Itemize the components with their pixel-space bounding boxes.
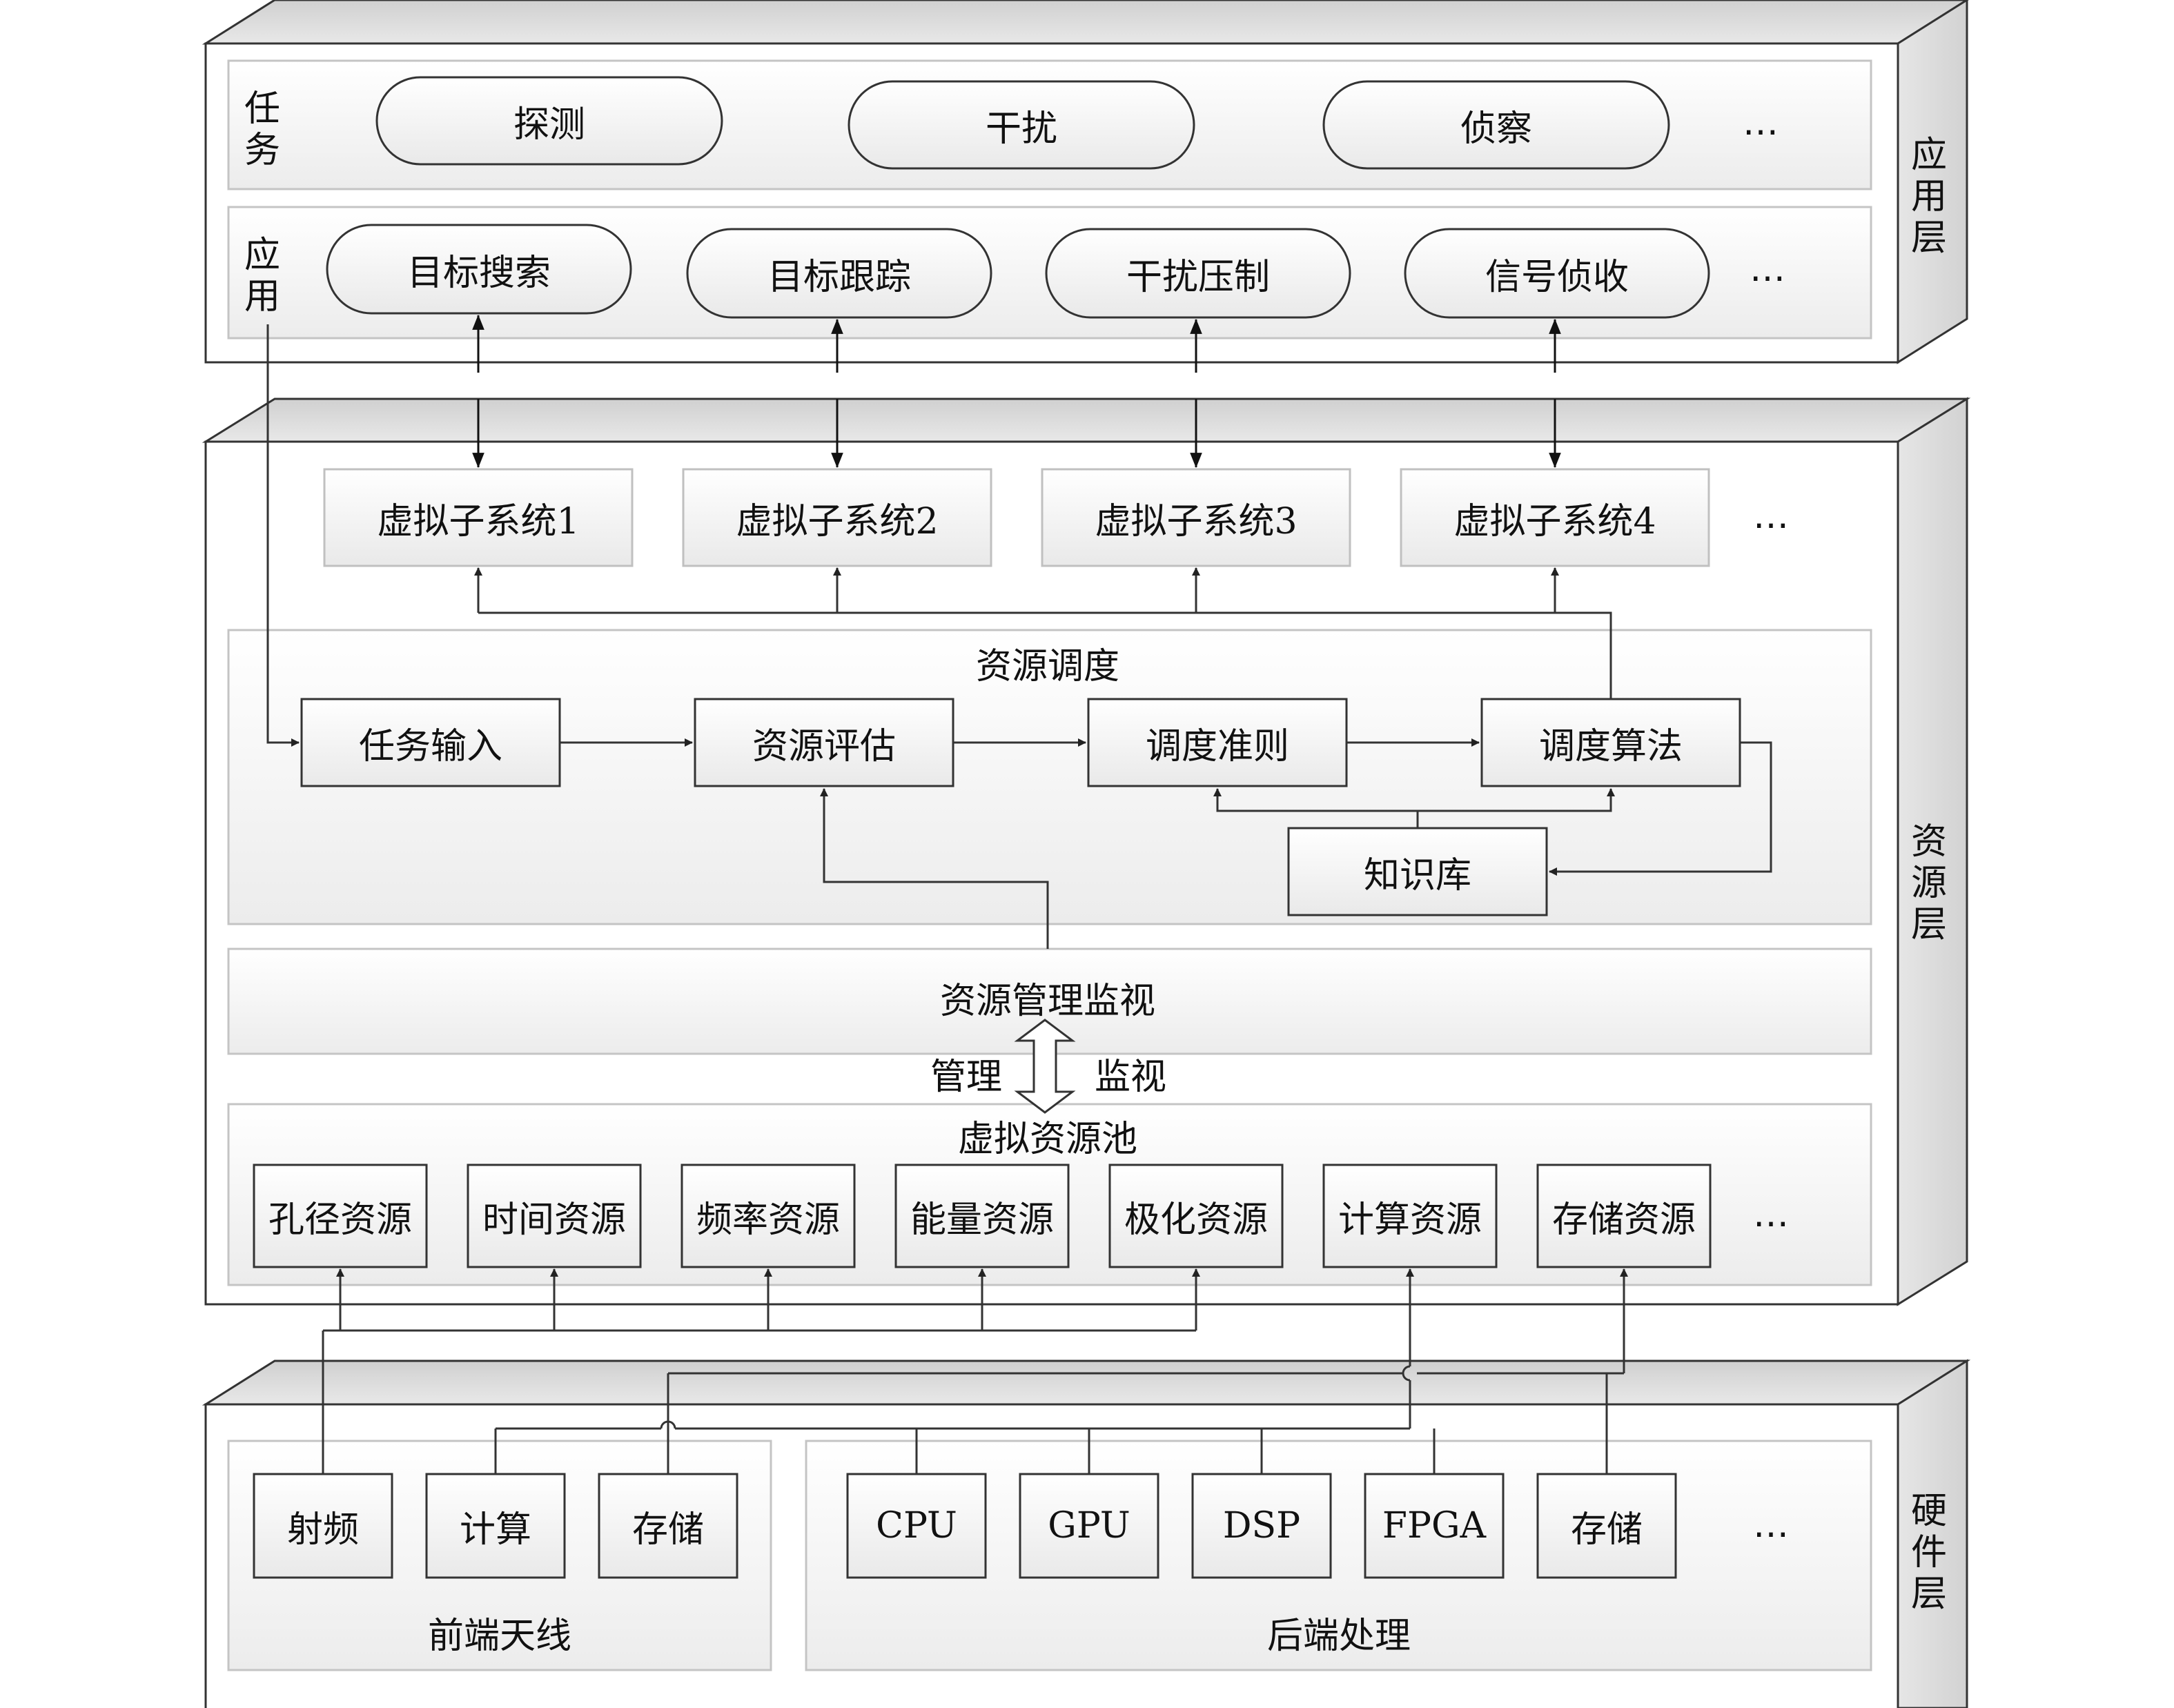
hardware-to-pool-lines <box>322 1268 1628 1474</box>
task-reconnaissance: 侦察 <box>1460 108 1532 150</box>
app-row-label: 应用 <box>242 235 283 317</box>
virtual-subsystem-2: 虚拟子系统2 <box>736 500 939 542</box>
application-layer-text: 应用层 <box>1910 135 1947 259</box>
resource-layer-text: 资源层 <box>1910 821 1947 945</box>
pool-boxes <box>253 1164 1712 1268</box>
manage-label: 管理 <box>930 1056 1002 1098</box>
step-task-input: 任务输入 <box>358 725 502 767</box>
task-ellipsis: … <box>1743 102 1779 144</box>
hardware-layer-text: 硬件层 <box>1910 1491 1947 1615</box>
hw-frontend-compute: 计算 <box>459 1509 531 1551</box>
hardware-ellipsis: … <box>1753 1504 1789 1546</box>
backend-title: 后端处理 <box>1266 1615 1411 1657</box>
app-signal-reception: 信号侦收 <box>1485 256 1629 298</box>
frontend-title: 前端天线 <box>427 1615 571 1657</box>
virtual-subsystem-3: 虚拟子系统3 <box>1095 500 1297 542</box>
task-pills <box>375 76 1670 170</box>
task-jamming: 干扰 <box>985 108 1057 150</box>
scheduling-title: 资源调度 <box>975 645 1119 687</box>
monitor-label: 监视 <box>1094 1056 1166 1098</box>
hardware-boxes <box>253 1473 1677 1579</box>
hw-rf: 射频 <box>286 1509 359 1551</box>
app-subsystem-arrows <box>472 314 1561 469</box>
hw-gpu: GPU <box>1048 1505 1130 1547</box>
app-to-task-input <box>266 324 300 747</box>
monitor-title: 资源管理监视 <box>939 980 1155 1022</box>
pool-frequency: 频率资源 <box>696 1199 840 1241</box>
scheduling-chain <box>560 738 1772 949</box>
app-target-search: 目标搜索 <box>407 252 551 294</box>
hw-frontend-storage: 存储 <box>631 1509 704 1551</box>
pool-energy: 能量资源 <box>910 1199 1054 1241</box>
subsystem-ellipsis: … <box>1753 495 1789 537</box>
virtual-subsystem-boxes <box>323 468 1710 567</box>
task-row-text: 任务 <box>244 88 280 171</box>
app-target-tracking: 目标跟踪 <box>767 256 911 298</box>
pool-title: 虚拟资源池 <box>957 1118 1137 1160</box>
application-layer-label: 应用层 <box>1908 135 1950 259</box>
pool-storage: 存储资源 <box>1551 1199 1696 1241</box>
virtual-subsystem-1: 虚拟子系统1 <box>377 500 580 542</box>
dispatch-lines <box>474 567 1612 699</box>
hardware-layer-label: 硬件层 <box>1908 1491 1950 1615</box>
step-resource-evaluation: 资源评估 <box>752 725 896 767</box>
hw-backend-storage: 存储 <box>1570 1509 1643 1551</box>
pool-time: 时间资源 <box>482 1199 626 1241</box>
pool-aperture: 孔径资源 <box>268 1199 412 1241</box>
task-row-label: 任务 <box>242 88 283 171</box>
knowledge-base: 知识库 <box>1363 854 1471 896</box>
step-scheduling-criteria: 调度准则 <box>1145 725 1289 767</box>
step-scheduling-algorithm: 调度算法 <box>1538 725 1683 767</box>
resource-layer-label: 资源层 <box>1908 821 1950 945</box>
task-detect: 探测 <box>513 104 585 146</box>
app-pills <box>326 224 1710 319</box>
app-ellipsis: … <box>1750 248 1785 290</box>
scheduling-boxes <box>300 698 1741 916</box>
pool-ellipsis: … <box>1753 1194 1789 1235</box>
hw-dsp: DSP <box>1222 1505 1301 1547</box>
app-row-text: 应用 <box>244 235 280 317</box>
app-jamming-suppression: 干扰压制 <box>1126 256 1270 298</box>
pool-polarization: 极化资源 <box>1124 1199 1268 1241</box>
hw-fpga: FPGA <box>1382 1505 1487 1547</box>
manage-monitor-double-arrow <box>1014 1019 1076 1114</box>
hw-cpu: CPU <box>876 1505 957 1547</box>
virtual-subsystem-4: 虚拟子系统4 <box>1453 500 1656 542</box>
pool-computing: 计算资源 <box>1338 1199 1482 1241</box>
